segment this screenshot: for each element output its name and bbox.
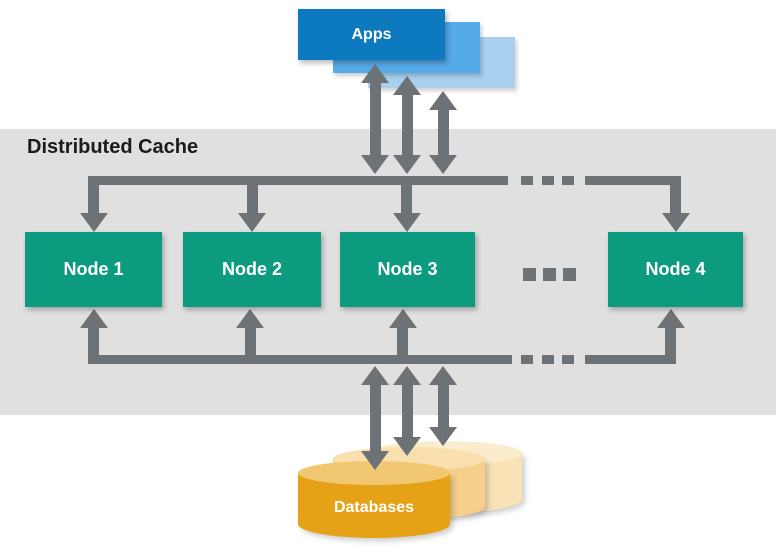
arrow-shaft [437, 106, 449, 159]
cache-db-arrow-1 [361, 366, 389, 470]
database-cylinder-front: Databases [298, 461, 450, 538]
bottom-bus-segment-right [585, 355, 676, 364]
arrow-down-icon [393, 155, 421, 174]
top-drop-node3 [401, 185, 412, 214]
arrow-up-icon [656, 309, 685, 328]
top-drop-node4 [670, 176, 681, 214]
apps-cache-arrow-1 [361, 64, 389, 174]
bottom-bus-dash [521, 355, 533, 364]
arrow-down-icon [429, 427, 457, 446]
top-drop-node2 [246, 185, 258, 214]
arrow-down-icon [361, 155, 389, 174]
arrow-up-icon [393, 366, 421, 385]
bottom-riser-node3 [397, 326, 408, 355]
arrow-shaft [401, 381, 413, 441]
arrow-up-icon [393, 76, 421, 95]
databases-label: Databases [333, 499, 415, 516]
node-box-1: Node 1 [25, 232, 162, 307]
apps-box: Apps [298, 9, 445, 60]
cache-db-arrow-3 [429, 366, 457, 446]
arrow-up-icon [236, 309, 264, 328]
arrow-down-icon [393, 437, 421, 456]
arrow-up-icon [388, 309, 417, 328]
more-nodes-ellipsis-icon [563, 268, 576, 281]
arrow-shaft [369, 381, 381, 455]
arrow-down-icon [361, 451, 389, 470]
bottom-bus-dash [562, 355, 574, 364]
node-label: Node 1 [63, 259, 124, 279]
arrow-shaft [369, 79, 381, 159]
top-bus-segment-left [88, 176, 508, 185]
node-label: Node 2 [221, 259, 282, 279]
arrow-shaft [401, 91, 413, 159]
top-drop-node1 [88, 176, 99, 214]
bottom-bus-dash [542, 355, 554, 364]
node-box-2: Node 2 [183, 232, 321, 307]
node-box-3: Node 3 [340, 232, 475, 307]
apps-cache-arrow-2 [393, 76, 421, 174]
arrow-up-icon [79, 309, 108, 328]
arrow-up-icon [361, 64, 389, 83]
node-box-4: Node 4 [608, 232, 743, 307]
cache-db-arrow-2 [393, 366, 421, 456]
top-bus-segment-right [585, 176, 681, 185]
bottom-riser-node2 [244, 326, 256, 355]
arrow-down-icon [392, 213, 421, 232]
node-label: Node 4 [645, 259, 706, 279]
bottom-riser-node4 [665, 326, 676, 364]
more-nodes-ellipsis-icon [523, 268, 536, 281]
apps-label: Apps [351, 25, 392, 43]
top-bus-dash [542, 176, 554, 185]
arrow-down-icon [238, 213, 266, 232]
arrow-shaft [437, 381, 449, 431]
arrow-up-icon [361, 366, 389, 385]
more-nodes-ellipsis-icon [543, 268, 556, 281]
arrow-down-icon [429, 155, 457, 174]
arrow-down-icon [661, 213, 690, 232]
arrow-down-icon [79, 213, 108, 232]
arrow-up-icon [429, 91, 457, 110]
arrow-up-icon [429, 366, 457, 385]
top-bus-dash [521, 176, 533, 185]
apps-cache-arrow-3 [429, 91, 457, 174]
top-bus-dash [562, 176, 574, 185]
band-title: Distributed Cache [27, 136, 199, 158]
bottom-bus-segment-left [88, 355, 512, 364]
node-label: Node 3 [377, 259, 438, 279]
bottom-riser-node1 [88, 326, 99, 364]
